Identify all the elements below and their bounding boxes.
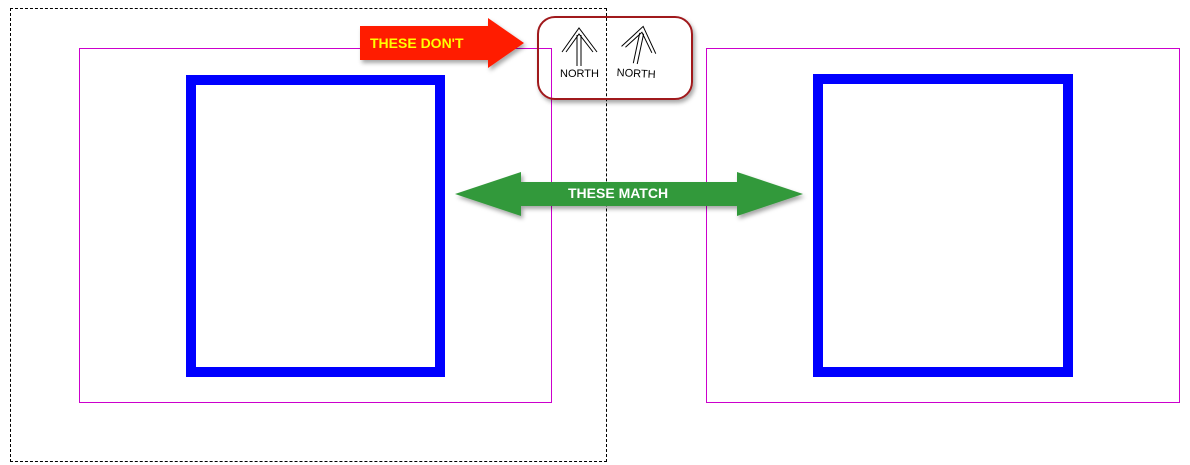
right-blue-box	[813, 74, 1073, 377]
green-double-arrow	[455, 172, 803, 216]
north-arrow-icon	[561, 27, 598, 66]
north-label-2: NORTH	[616, 67, 656, 82]
green-arrow-label: THESE MATCH	[568, 185, 669, 201]
left-sheet-border	[79, 48, 552, 403]
north-label-1: NORTH	[560, 68, 599, 80]
north-symbols-callout	[537, 16, 693, 100]
left-blue-box	[186, 75, 445, 377]
north-arrow-rotated-icon	[621, 25, 657, 65]
right-sheet-border	[706, 48, 1180, 403]
red-arrow	[360, 18, 524, 68]
viewport-crop-frame	[10, 8, 607, 462]
red-arrow-label: THESE DON'T	[370, 35, 464, 51]
